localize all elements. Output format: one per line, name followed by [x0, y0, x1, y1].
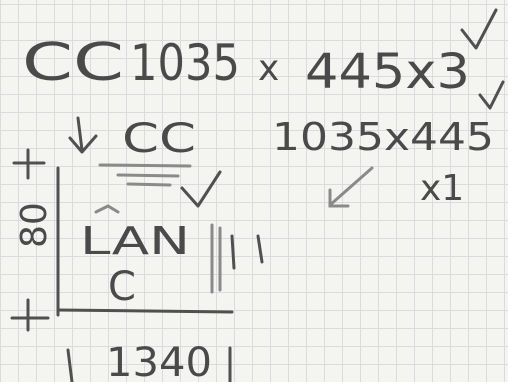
line1-dims: 1035: [130, 34, 240, 92]
top-plus-mark: [12, 148, 46, 180]
height-dimension: 80: [14, 202, 55, 248]
frame-top-hatch: [98, 163, 192, 187]
width-left-bar: [66, 348, 74, 382]
frame-right-hatch: [210, 223, 222, 294]
drawing-label-bottom: C: [108, 264, 136, 310]
down-arrow-icon: [68, 116, 98, 154]
line2-dims: 1035x445: [272, 115, 494, 159]
width-dimension: 1340: [106, 340, 212, 382]
frame-right-tick: [230, 234, 264, 270]
label-arrow-icon: [94, 204, 120, 214]
frame-bottom-edge: [56, 308, 234, 314]
tick-mark-1: [460, 8, 498, 50]
drawing-label-top: LAN: [80, 219, 190, 263]
line1-dims2: 445x3: [305, 44, 470, 100]
line1-code: CC: [22, 33, 124, 93]
tick-mark-2: [478, 80, 505, 110]
bottom-plus-mark: [10, 298, 50, 332]
line1-times: x: [258, 48, 279, 89]
line2-qty: x1: [420, 168, 464, 209]
frame-check-mark: [180, 170, 222, 208]
diagonal-arrow-icon: [328, 166, 374, 208]
line2-code: CC: [122, 116, 196, 162]
